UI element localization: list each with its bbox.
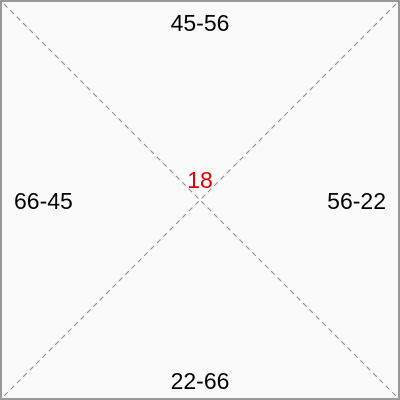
diagonal-top-right-to-bottom-left [3, 3, 397, 397]
left-label: 66-45 [14, 188, 73, 214]
top-label: 45-56 [170, 10, 230, 36]
diagonal-top-left-to-bottom-right [3, 3, 397, 397]
bottom-label: 22-66 [170, 368, 230, 394]
center-value: 18 [187, 167, 213, 193]
right-label: 56-22 [327, 188, 386, 214]
